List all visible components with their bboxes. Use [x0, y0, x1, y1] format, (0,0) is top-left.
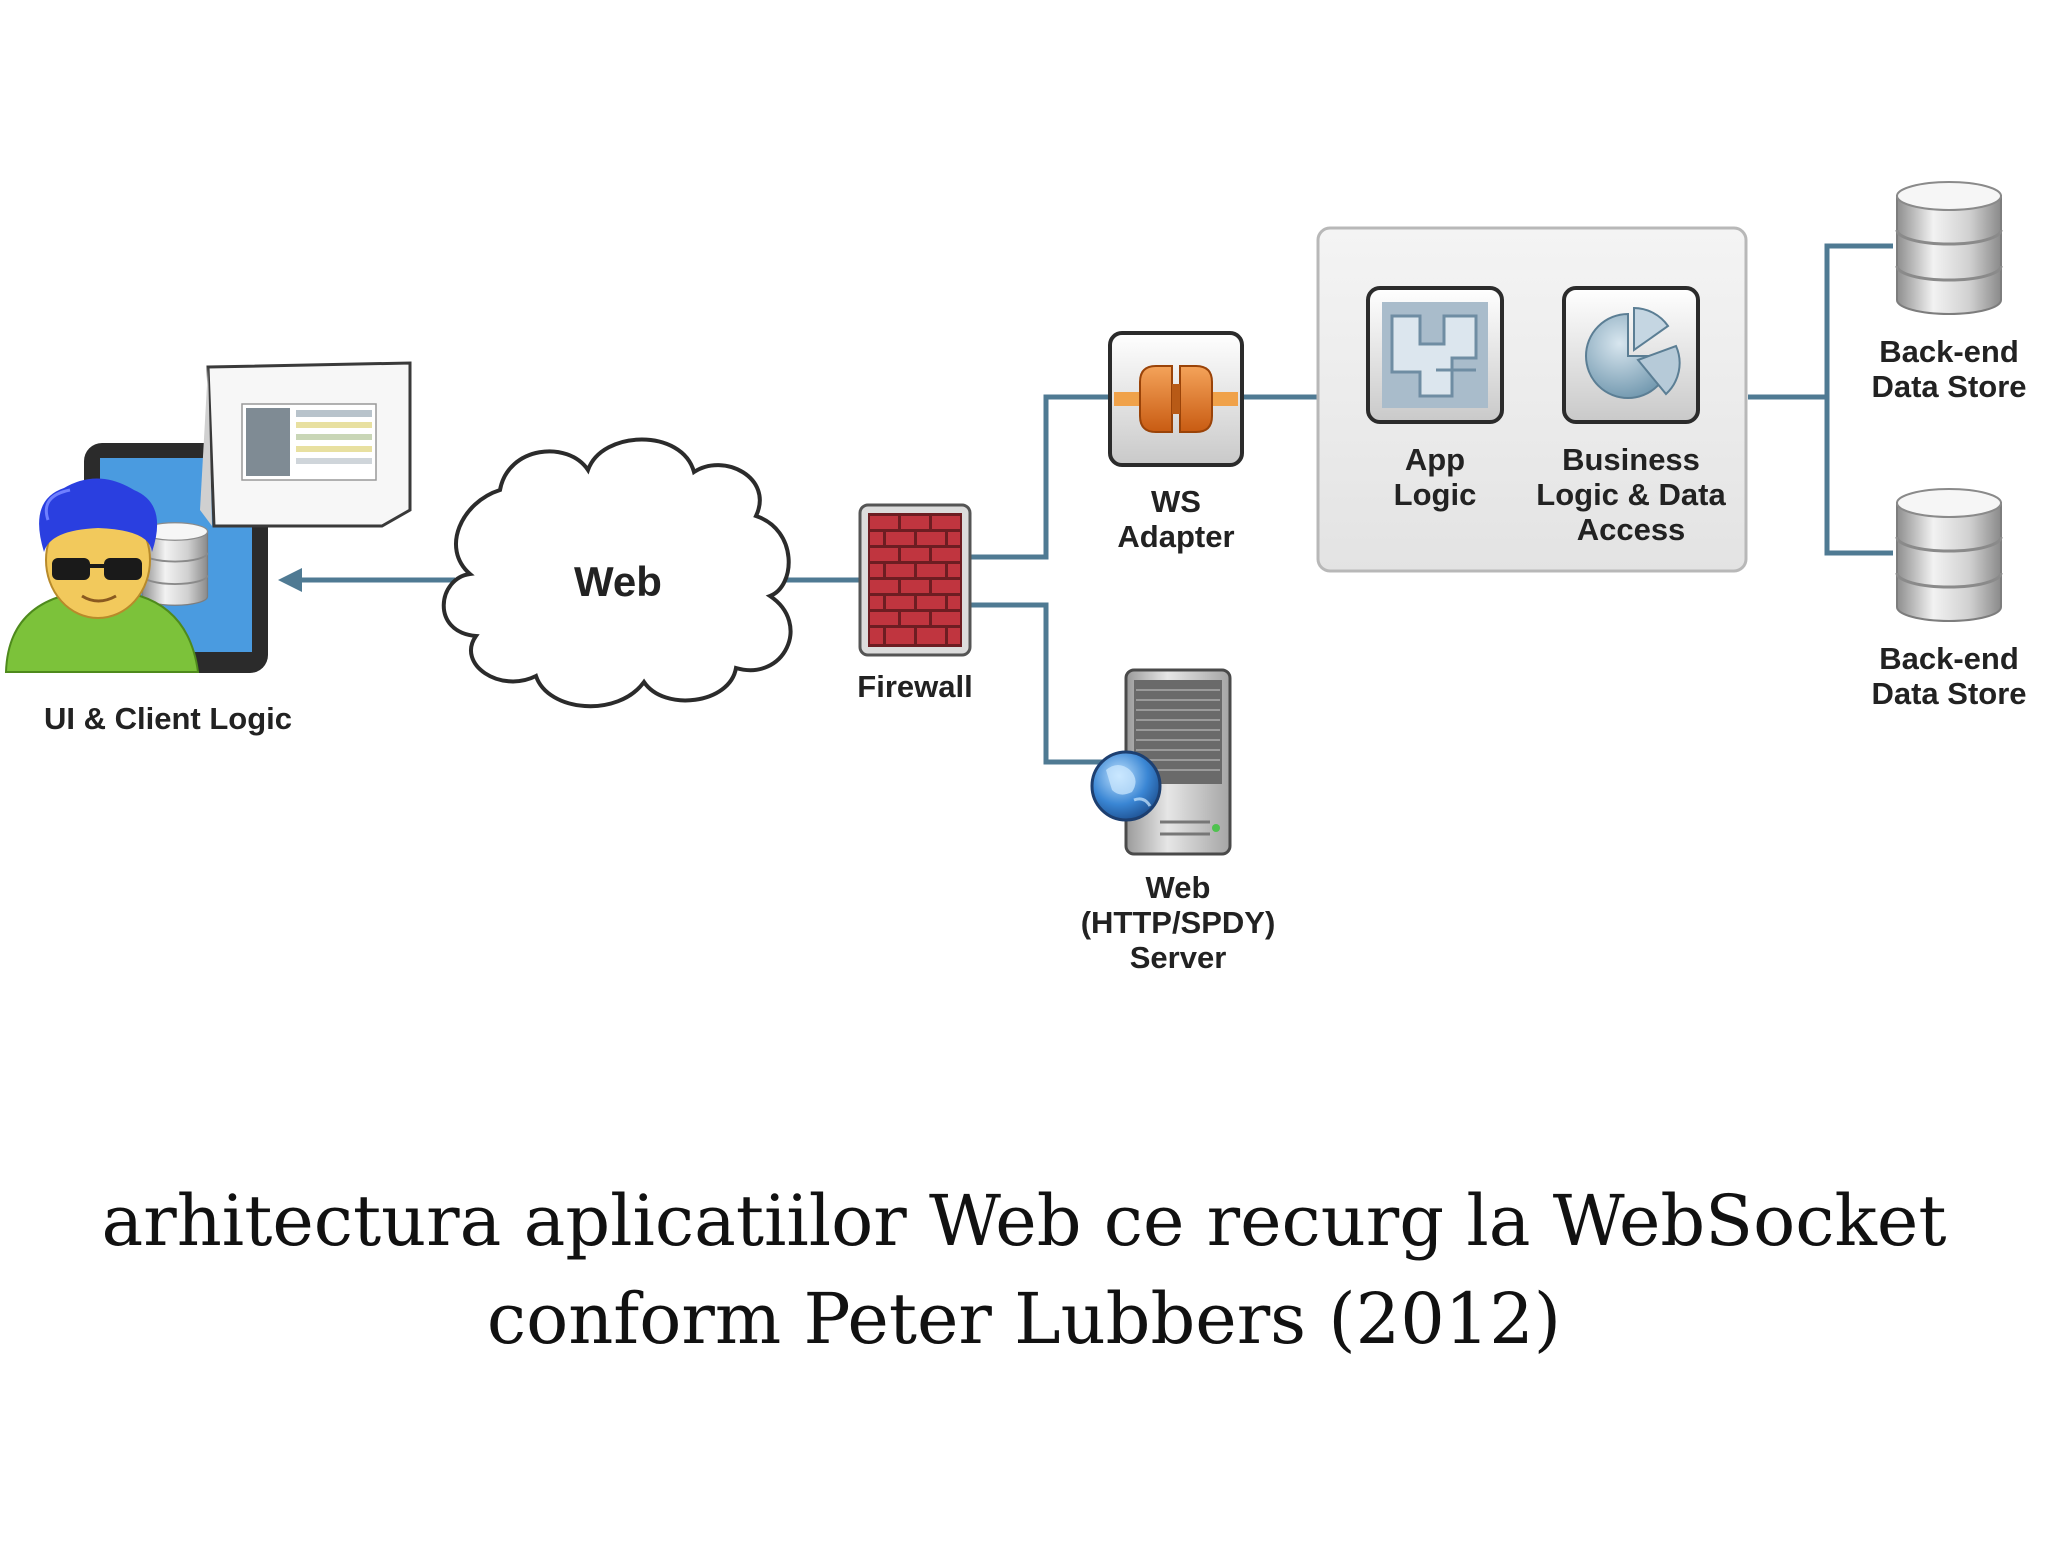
- business-logic-label-2: Logic & Data: [1536, 477, 1726, 512]
- ws-adapter-label-2: Adapter: [1117, 519, 1234, 554]
- cloud-icon: [441, 437, 793, 709]
- avatar-icon: [4, 478, 200, 673]
- business-logic-label-3: Access: [1577, 512, 1686, 547]
- globe-icon: [1090, 750, 1162, 822]
- web-node: Web: [441, 437, 793, 709]
- server-icon: [1124, 668, 1232, 856]
- caption-line-1: arhitectura aplicatiilor Web ce recurg l…: [101, 1180, 1947, 1262]
- app-logic-icon: [1366, 286, 1504, 424]
- arrow-head: [278, 568, 302, 592]
- ws-adapter-label-1: WS: [1151, 484, 1201, 519]
- app-logic-label-1: App: [1405, 442, 1465, 477]
- web-label: Web: [574, 558, 662, 605]
- client-label: UI & Client Logic: [44, 701, 292, 736]
- data-store-2: Back-end Data Store: [1871, 487, 2027, 711]
- ws-adapter-node: WS Adapter: [1108, 331, 1244, 554]
- firewall-node: Firewall: [857, 503, 973, 704]
- data-store-1: Back-end Data Store: [1871, 180, 2027, 404]
- pie-chart-icon: [1562, 286, 1700, 424]
- caption-line-2: conform Peter Lubbers (2012): [486, 1278, 1562, 1360]
- web-server-label-2: (HTTP/SPDY): [1081, 905, 1276, 940]
- database-icon: [1895, 487, 2003, 623]
- web-server-label-3: Server: [1130, 940, 1227, 975]
- data-store-2-label-1: Back-end: [1879, 641, 2019, 676]
- caption: arhitectura aplicatiilor Web ce recurg l…: [0, 1172, 2048, 1368]
- connectors: [296, 243, 1893, 765]
- business-logic-label-1: Business: [1562, 442, 1700, 477]
- data-store-1-label-1: Back-end: [1879, 334, 2019, 369]
- client-node: UI & Client Logic: [4, 361, 412, 736]
- data-store-2-label-2: Data Store: [1871, 676, 2026, 711]
- database-icon: [1895, 180, 2003, 316]
- web-server-label-1: Web: [1146, 870, 1211, 905]
- firewall-label: Firewall: [857, 669, 972, 704]
- web-server-node: Web (HTTP/SPDY) Server: [1081, 668, 1276, 975]
- firewall-icon: [858, 503, 972, 657]
- plug-icon: [1108, 331, 1244, 467]
- data-store-1-label-2: Data Store: [1871, 369, 2026, 404]
- document-icon: [200, 361, 412, 528]
- app-container: App Logic Business Logic & Data Access: [1316, 226, 1748, 573]
- app-logic-label-2: Logic: [1394, 477, 1477, 512]
